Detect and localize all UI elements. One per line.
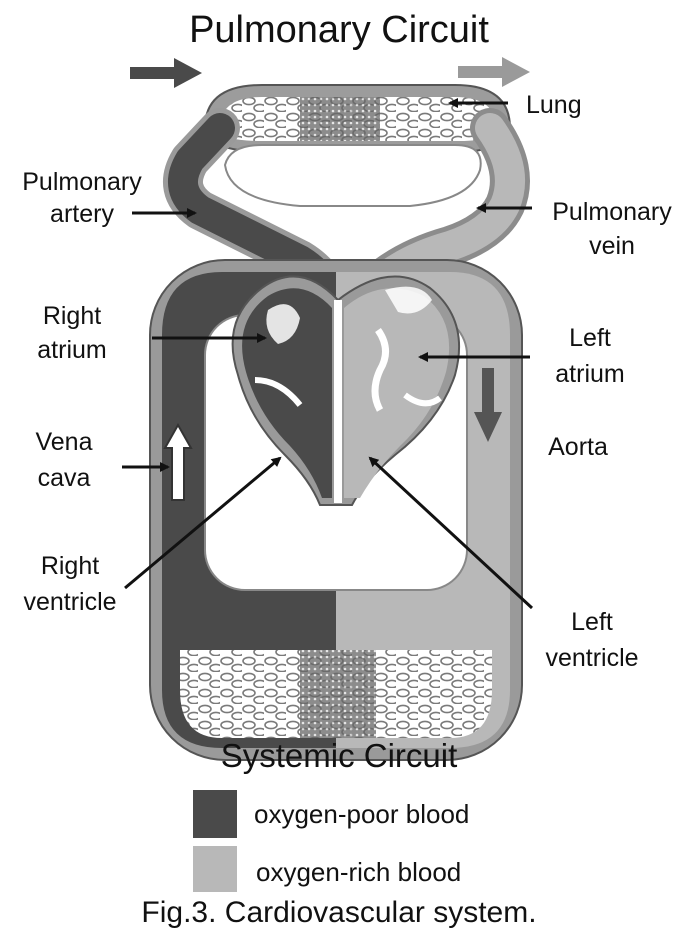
- vena-cava-label-line1: Vena: [35, 428, 92, 456]
- lung-capillary-bed: [205, 85, 510, 152]
- legend-label-oxygen-rich: oxygen-rich blood: [256, 857, 461, 887]
- left-atrium-label-line1: Left: [569, 324, 611, 352]
- flow-arrow-in-icon: [130, 58, 202, 88]
- pulmonary-vein-label-line2: vein: [589, 232, 635, 260]
- right-atrium-label-line2: atrium: [37, 336, 106, 364]
- pulmonary-artery-label-line2: artery: [50, 200, 114, 228]
- vena-cava-label-line2: cava: [38, 464, 91, 492]
- legend-swatch-oxygen-poor: [193, 790, 237, 838]
- pulmonary-circuit-title: Pulmonary Circuit: [189, 9, 489, 51]
- right-ventricle-label-line1: Right: [41, 552, 99, 580]
- figure-caption: Fig.3. Cardiovascular system.: [141, 896, 536, 929]
- pulmonary-artery-label-line1: Pulmonary: [22, 168, 142, 196]
- systemic-capillary-bed: [180, 650, 492, 738]
- left-ventricle-label-line2: ventricle: [545, 644, 638, 672]
- pulmonary-vein-label-line1: Pulmonary: [552, 198, 672, 226]
- aorta-label: Aorta: [548, 433, 608, 461]
- right-ventricle-label-line2: ventricle: [23, 588, 116, 616]
- legend-label-oxygen-poor: oxygen-poor blood: [254, 799, 469, 829]
- legend-swatch-oxygen-rich: [193, 846, 237, 892]
- flow-arrow-out-icon: [458, 57, 530, 87]
- legend: oxygen-poor blood oxygen-rich blood: [193, 790, 469, 892]
- lung-label: Lung: [526, 91, 582, 119]
- right-atrium-label-line1: Right: [43, 302, 101, 330]
- systemic-circuit-title: Systemic Circuit: [221, 737, 458, 774]
- left-atrium-label-line2: atrium: [555, 360, 624, 388]
- left-ventricle-label-line1: Left: [571, 608, 613, 636]
